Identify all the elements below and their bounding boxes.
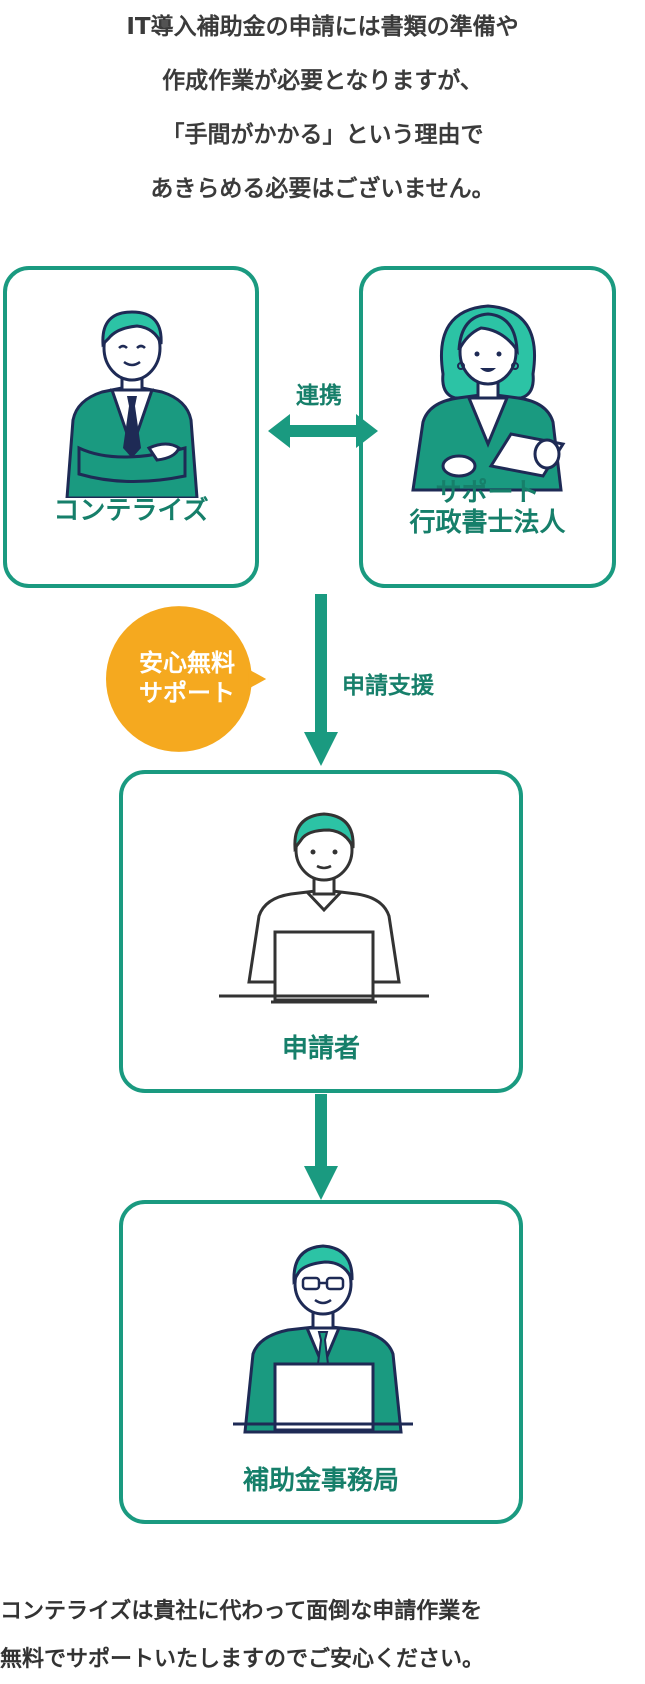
support-office-label-line: サポート: [435, 478, 540, 508]
intro-line: あきらめる必要はございません。: [150, 176, 495, 202]
subsidy-office-label: 補助金事務局: [242, 1466, 399, 1496]
intro-line: 「手間がかかる」という理由で: [161, 122, 484, 148]
intro-line: 作成作業が必要となりますが、: [162, 68, 483, 94]
application-support-label: 申請支援: [342, 673, 434, 699]
businessman-arms-crossed-illustration: [57, 298, 207, 498]
support-office-label-line: 行政書士法人: [409, 508, 566, 538]
contelize-box: コンテライズ: [3, 266, 259, 588]
cooperation-label: 連携: [296, 383, 342, 409]
free-support-line: サポート: [139, 679, 235, 707]
outro-text: コンテライズは貴社に代わって面倒な申請作業を 無料でサポートいたしますのでご安心…: [0, 1588, 645, 1684]
free-support-line: 安心無料: [139, 649, 235, 677]
contelize-label: コンテライズ: [53, 496, 209, 526]
support-office-box: サポート 行政書士法人: [359, 266, 616, 588]
applicant-box: 申請者: [119, 770, 523, 1093]
application-support-arrow: [304, 594, 338, 766]
submission-arrow: [304, 1094, 338, 1200]
official-at-laptop-illustration: [233, 1236, 413, 1436]
outro-line: コンテライズは貴社に代わって面倒な申請作業を: [0, 1599, 483, 1624]
intro-line: IT導入補助金の申請には書類の準備や: [126, 14, 519, 40]
outro-line: 無料でサポートいたしますのでご安心ください。: [0, 1647, 485, 1672]
free-support-bubble: [106, 606, 267, 752]
cooperation-double-arrow: [268, 414, 378, 448]
subsidy-office-box: 補助金事務局: [119, 1200, 523, 1524]
intro-text: IT導入補助金の申請には書類の準備や 作成作業が必要となりますが、 「手間がかか…: [0, 0, 645, 216]
businesswoman-with-tablet-illustration: [403, 294, 573, 494]
support-office-label: サポート 行政書士法人: [363, 478, 612, 538]
applicant-label: 申請者: [281, 1034, 360, 1064]
man-at-laptop-illustration: [219, 806, 429, 1006]
free-support-text: 安心無料 サポート: [106, 648, 268, 708]
